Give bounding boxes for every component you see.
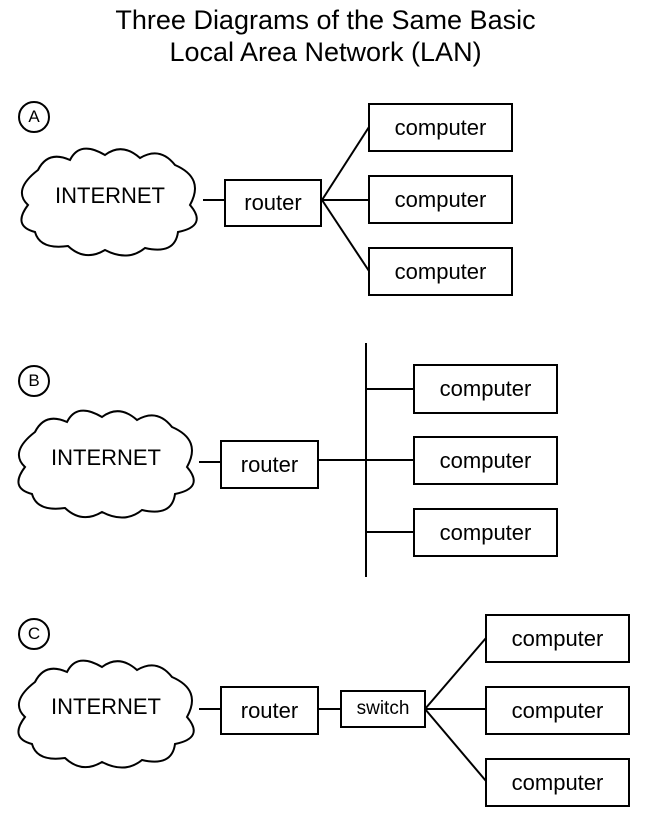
computer-box-a-3: computer [368, 247, 513, 296]
computer-box-b-1: computer [413, 364, 558, 414]
computer-box-b-3: computer [413, 508, 558, 557]
title-line-1: Three Diagrams of the Same Basic [115, 5, 536, 35]
switch-computer1-link-c [424, 637, 487, 710]
diagram-label-a: A [18, 101, 50, 133]
router-box-a: router [224, 179, 322, 227]
diagram-title: Three Diagrams of the Same Basic Local A… [0, 4, 651, 68]
internet-label-b: INTERNET [51, 445, 161, 470]
internet-cloud-c [17, 659, 195, 769]
internet-cloud-a [20, 147, 198, 257]
router-box-c: router [220, 686, 319, 735]
computer-box-c-1: computer [485, 614, 630, 663]
internet-label-a: INTERNET [55, 183, 165, 208]
switch-computer3-link-c [424, 708, 487, 782]
computer-box-a-2: computer [368, 175, 513, 224]
router-box-b: router [220, 440, 319, 489]
computer-box-a-1: computer [368, 103, 513, 152]
title-line-2: Local Area Network (LAN) [169, 37, 482, 67]
diagram-label-b: B [18, 365, 50, 397]
computer-box-c-2: computer [485, 686, 630, 735]
internet-cloud-b [17, 409, 195, 519]
router-computer1-link-a [321, 126, 370, 201]
switch-box-c: switch [340, 690, 426, 728]
computer-box-c-3: computer [485, 758, 630, 807]
internet-label-c: INTERNET [51, 694, 161, 719]
router-computer3-link-a [321, 199, 370, 272]
computer-box-b-2: computer [413, 436, 558, 485]
diagram-label-c: C [18, 618, 50, 650]
